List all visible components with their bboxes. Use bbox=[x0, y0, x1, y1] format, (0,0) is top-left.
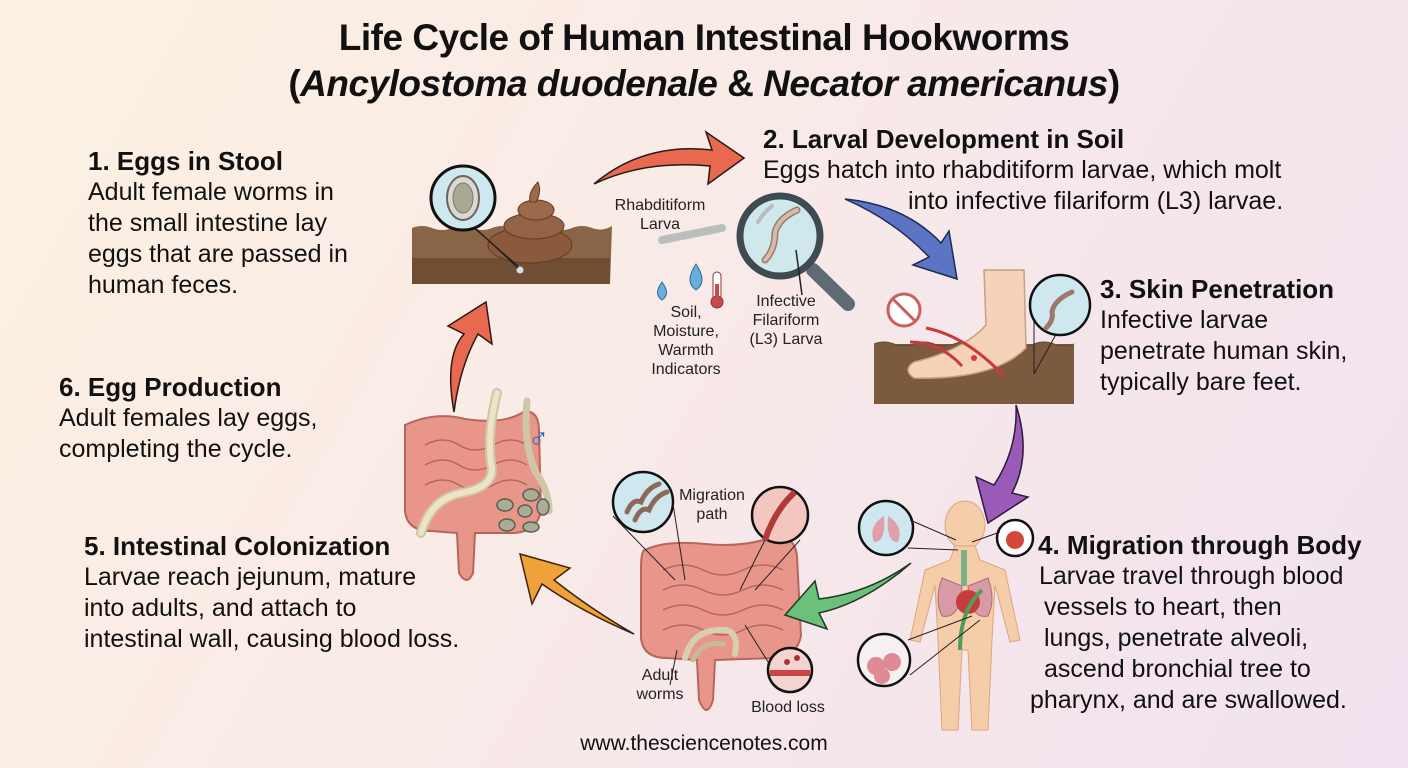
arrow-step1-to-step2 bbox=[593, 130, 746, 186]
step-heading: 1. Eggs in Stool bbox=[88, 146, 284, 176]
label-rhabditiform-larva: Rhabditiform Larva bbox=[610, 196, 710, 234]
label-line: Filariform bbox=[752, 312, 820, 329]
label-line: Adult bbox=[641, 667, 679, 684]
step-text-line: the small intestine lay bbox=[88, 209, 328, 237]
blood-vessel-magnifier-icon bbox=[750, 485, 810, 545]
human-body-illustration bbox=[856, 499, 1035, 731]
adult-worm-icon bbox=[682, 626, 739, 661]
penetration-arrow-icon bbox=[925, 326, 1006, 378]
green-up-arrow-icon bbox=[958, 588, 984, 651]
eggs-icon bbox=[496, 488, 550, 533]
step-text-line: lungs, penetrate alveoli, bbox=[1044, 624, 1309, 652]
lungs-magnifier-icon bbox=[857, 499, 915, 557]
step-4-migration: 4. Migration through Body Larvae travel … bbox=[1030, 530, 1362, 716]
step-text-line: ascend bronchial tree to bbox=[1044, 655, 1311, 683]
label-blood-loss: Blood loss bbox=[751, 699, 825, 716]
footer-website: www.thesciencenotes.com bbox=[580, 732, 828, 755]
label-line: (L3) Larva bbox=[749, 331, 823, 348]
intestine-colonization-illustration bbox=[611, 470, 814, 711]
alveoli-magnifier-icon bbox=[856, 632, 912, 688]
step-text-line: eggs that are passed in bbox=[88, 240, 348, 268]
arrow-step5-to-step6 bbox=[518, 552, 635, 635]
label-line: Infective bbox=[756, 293, 816, 310]
step-text-line: intestinal wall, causing blood loss. bbox=[84, 625, 460, 653]
step-6-egg-production: 6. Egg Production Adult females lay eggs… bbox=[59, 372, 317, 465]
step-text-line: Infective larvae bbox=[1100, 306, 1269, 334]
stool-icon bbox=[487, 181, 573, 264]
step-text-line: completing the cycle. bbox=[59, 435, 293, 463]
step-text-line: pharynx, and are swallowed. bbox=[1030, 686, 1347, 714]
step-2-larval-development: 2. Larval Development in Soil Eggs hatch… bbox=[763, 124, 1283, 217]
blood-loss-magnifier-icon bbox=[766, 646, 814, 694]
ampersand: & bbox=[717, 63, 764, 104]
label-adult-worms: Adult worms bbox=[620, 666, 700, 704]
larva-development-illustration bbox=[657, 192, 855, 311]
worms-magnifier-icon bbox=[611, 470, 675, 534]
paren-close: ) bbox=[1107, 63, 1120, 104]
rhabditiform-larva-icon bbox=[658, 224, 726, 244]
arrow-step4-to-step5 bbox=[783, 562, 912, 631]
label-line: path bbox=[696, 506, 728, 523]
step-text-line: Larvae reach jejunum, mature bbox=[84, 563, 417, 591]
step-heading: 6. Egg Production bbox=[59, 372, 282, 402]
label-soil-indicators: Soil, Moisture, Warmth Indicators bbox=[636, 303, 736, 379]
male-symbol-icon: ♂ bbox=[528, 423, 549, 454]
step-text-line: human feces. bbox=[88, 271, 239, 299]
step-text-line: penetrate human skin, bbox=[1100, 337, 1348, 365]
paren-open: ( bbox=[288, 63, 301, 104]
step-text-line: into infective filariform (L3) larvae. bbox=[908, 187, 1284, 215]
step-text-line: Adult female worms in bbox=[88, 178, 334, 206]
page-subtitle: (Ancylostoma duodenale & Necator america… bbox=[0, 62, 1408, 106]
label-migration-path: Migration path bbox=[662, 486, 762, 524]
step-text-line: typically bare feet. bbox=[1100, 368, 1302, 396]
stool-soil-illustration bbox=[412, 164, 612, 284]
water-drop-icon bbox=[657, 263, 703, 301]
step-heading: 3. Skin Penetration bbox=[1100, 274, 1335, 304]
label-line: Migration bbox=[679, 487, 745, 504]
species-necator: Necator americanus bbox=[763, 63, 1108, 104]
step-text-line: Larvae travel through blood bbox=[1039, 562, 1344, 590]
step-heading: 5. Intestinal Colonization bbox=[84, 531, 391, 561]
heart-magnifier-icon bbox=[995, 518, 1035, 558]
step-text-line: vessels to heart, then bbox=[1044, 593, 1282, 621]
larva-magnifier-icon bbox=[1028, 273, 1092, 337]
step-heading: 4. Migration through Body bbox=[1038, 530, 1362, 560]
label-line: Larva bbox=[639, 216, 681, 233]
label-line: Rhabditiform bbox=[614, 197, 706, 214]
label-line: worms bbox=[636, 686, 684, 703]
label-line: Warmth bbox=[658, 342, 714, 359]
arrow-step6-to-step1 bbox=[446, 300, 493, 413]
arrow-step3-to-step4 bbox=[974, 404, 1030, 525]
step-heading: 2. Larval Development in Soil bbox=[763, 124, 1125, 154]
label-line: Moisture, bbox=[653, 323, 719, 340]
label-line: Soil, bbox=[670, 304, 702, 321]
step-5-intestinal-colonization: 5. Intestinal Colonization Larvae reach … bbox=[84, 531, 459, 655]
magnifying-glass-icon bbox=[736, 192, 855, 311]
step-3-skin-penetration: 3. Skin Penetration Infective larvae pen… bbox=[1100, 274, 1347, 398]
egg-magnifier-icon bbox=[429, 164, 497, 232]
step-text-line: Eggs hatch into rhabditiform larvae, whi… bbox=[763, 156, 1282, 184]
step-text-line: into adults, and attach to bbox=[84, 594, 357, 622]
species-ancylostoma: Ancylostoma duodenale bbox=[300, 63, 718, 104]
label-filariform-larva: Infective Filariform (L3) Larva bbox=[736, 292, 836, 349]
male-worm-icon bbox=[522, 397, 553, 515]
arrow-step2-to-step3 bbox=[844, 198, 958, 281]
label-line: Indicators bbox=[651, 361, 721, 378]
no-shoes-icon bbox=[886, 292, 922, 328]
step-1-eggs-in-stool: 1. Eggs in Stool Adult female worms in t… bbox=[88, 146, 348, 301]
foot-skin-penetration-illustration bbox=[873, 269, 1092, 404]
thermometer-icon bbox=[710, 271, 724, 309]
egg-production-illustration bbox=[404, 388, 553, 581]
foot-icon bbox=[907, 269, 1027, 379]
step-text-line: Adult females lay eggs, bbox=[59, 404, 318, 432]
human-figure-icon bbox=[909, 500, 1021, 731]
page-title: Life Cycle of Human Intestinal Hookworms bbox=[338, 17, 1070, 58]
